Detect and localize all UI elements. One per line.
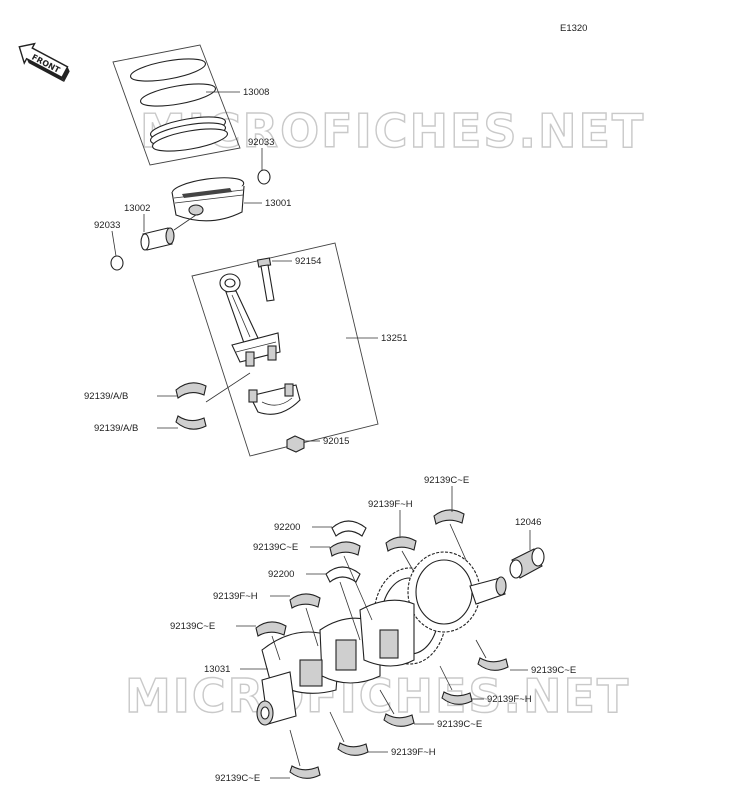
label-92139ce-c: 92139C~E xyxy=(437,719,482,730)
thrust-washer-a xyxy=(331,520,367,537)
piston-rings xyxy=(129,58,229,152)
main-bearing-c-e-a xyxy=(329,541,361,557)
label-13001: 13001 xyxy=(265,198,291,209)
piston-pin xyxy=(140,227,175,251)
label-92033-lower: 92033 xyxy=(94,220,120,231)
label-12046: 12046 xyxy=(515,517,541,528)
label-92139fh-right: 92139F~H xyxy=(487,694,532,705)
con-rod-nut xyxy=(286,435,305,453)
label-92154: 92154 xyxy=(295,256,321,267)
label-92139ce-top: 92139C~E xyxy=(424,475,469,486)
piston xyxy=(171,177,245,222)
label-92139ce-b: 92139C~E xyxy=(170,621,215,632)
main-bearing-f-h-b xyxy=(337,742,369,756)
thrust-washer-b xyxy=(325,566,361,583)
label-92200-a: 92200 xyxy=(274,522,300,533)
label-13031: 13031 xyxy=(204,664,230,675)
label-92139ab-upper: 92139/A/B xyxy=(84,391,128,402)
label-92139ce-a: 92139C~E xyxy=(253,542,298,553)
main-bearing-f-h-right xyxy=(441,691,473,705)
label-92139ce-right: 92139C~E xyxy=(531,665,576,676)
circlip-lower xyxy=(110,255,124,271)
main-bearing-c-e-right xyxy=(477,657,509,671)
main-bearing-f-h-top xyxy=(385,536,417,552)
con-rod-bolt xyxy=(256,257,275,302)
main-bearing-f-h-a xyxy=(289,593,321,609)
label-92139ce-bottom: 92139C~E xyxy=(215,773,260,784)
label-13251: 13251 xyxy=(381,333,407,344)
crankshaft xyxy=(256,551,507,726)
rod-bearing-lower xyxy=(175,415,207,430)
needle-bearing xyxy=(509,547,545,579)
main-bearing-c-e-b xyxy=(255,621,287,637)
label-13008: 13008 xyxy=(243,87,269,98)
label-92139fh-a: 92139F~H xyxy=(213,591,258,602)
circlip-upper xyxy=(257,169,271,185)
front-arrow-icon: FRONT xyxy=(18,42,70,82)
con-rod-frame xyxy=(191,242,379,457)
main-bearing-c-e-bottom xyxy=(289,765,321,779)
main-bearing-c-e-top xyxy=(433,509,465,525)
label-92015: 92015 xyxy=(323,436,349,447)
main-bearing-c-e-c xyxy=(383,713,415,727)
connecting-rod xyxy=(219,273,281,367)
rod-bearing-upper xyxy=(175,382,207,399)
label-13002: 13002 xyxy=(124,203,150,214)
label-92139ab-lower: 92139/A/B xyxy=(94,423,138,434)
con-rod-cap xyxy=(248,383,301,415)
diagram-code: E1320 xyxy=(560,23,587,34)
label-92033-upper: 92033 xyxy=(248,137,274,148)
label-92139fh-b: 92139F~H xyxy=(391,747,436,758)
label-92139fh-top: 92139F~H xyxy=(368,499,413,510)
ring-set-frame xyxy=(112,44,241,166)
label-92200-b: 92200 xyxy=(268,569,294,580)
